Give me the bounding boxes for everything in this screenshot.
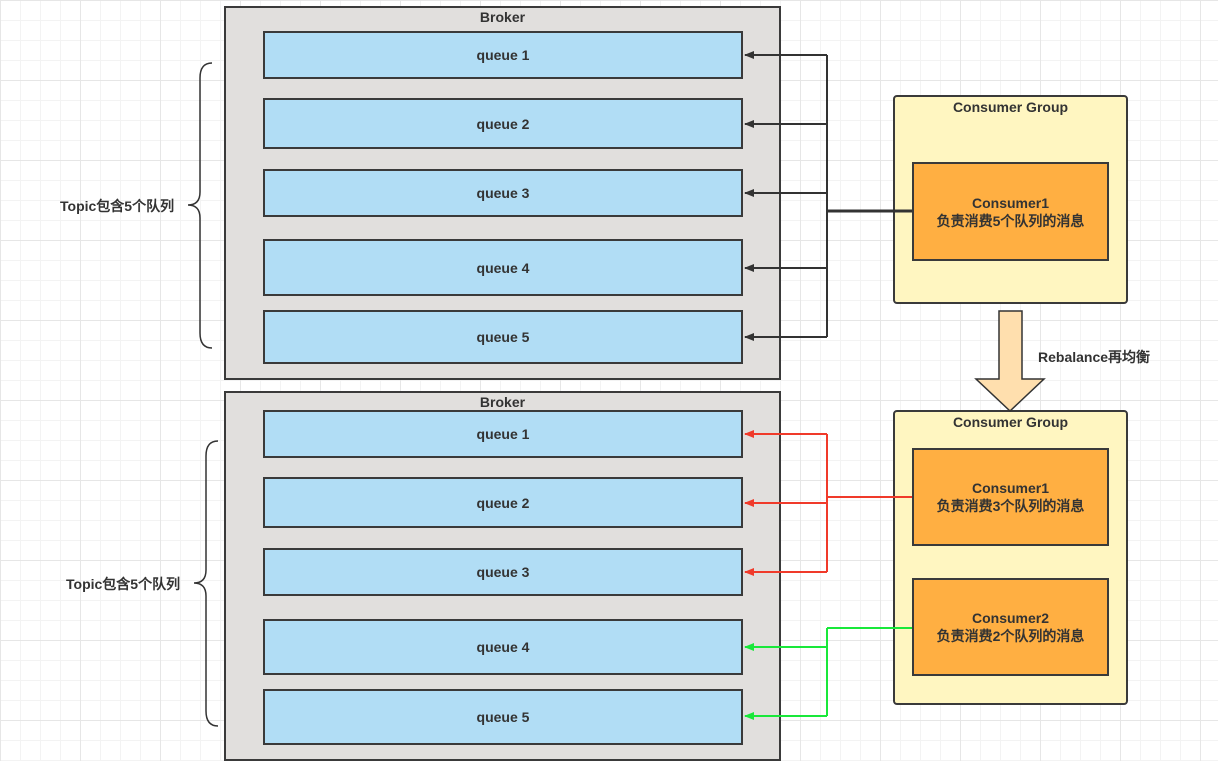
bottom-consumer1: Consumer1 负责消费3个队列的消息 xyxy=(912,448,1109,546)
top-queue-1: queue 1 xyxy=(263,31,743,79)
bottom-topic-brace xyxy=(193,440,219,727)
rebalance-arrow-icon xyxy=(974,310,1046,413)
queue-label: queue 2 xyxy=(476,494,530,511)
top-queue-3: queue 3 xyxy=(263,169,743,217)
bottom-queue-2: queue 2 xyxy=(263,477,743,528)
top-queue-5: queue 5 xyxy=(263,310,743,364)
top-consumer1: Consumer1 负责消费5个队列的消息 xyxy=(912,162,1109,261)
queue-label: queue 1 xyxy=(476,47,530,63)
queue-label: queue 5 xyxy=(476,709,530,725)
bottom-broker-title: Broker xyxy=(479,394,526,410)
bottom-queue-5: queue 5 xyxy=(263,689,743,745)
consumer1-name: Consumer1 xyxy=(971,480,1050,496)
top-consumer-group-title: Consumer Group xyxy=(952,99,1069,115)
bottom-consumer2: Consumer2 负责消费2个队列的消息 xyxy=(912,578,1109,676)
queue-label: queue 4 xyxy=(476,259,530,276)
top-topic-label: Topic包含5个队列 xyxy=(60,198,175,214)
consumer2-name: Consumer2 xyxy=(971,610,1050,626)
top-queue-2: queue 2 xyxy=(263,98,743,149)
bottom-queue-4: queue 4 xyxy=(263,619,743,675)
queue-label: queue 3 xyxy=(476,185,530,201)
consumer1-desc: 负责消费3个队列的消息 xyxy=(936,498,1085,514)
top-broker-title: Broker xyxy=(479,9,526,25)
consumer1-name: Consumer1 xyxy=(971,194,1050,211)
consumer2-desc: 负责消费2个队列的消息 xyxy=(936,628,1085,644)
queue-label: queue 1 xyxy=(476,426,530,442)
queue-label: queue 5 xyxy=(476,329,530,345)
bottom-consumer-group-title: Consumer Group xyxy=(952,414,1069,430)
consumer1-desc: 负责消费5个队列的消息 xyxy=(936,212,1085,229)
queue-label: queue 4 xyxy=(476,639,530,655)
rebalance-label: Rebalance再均衡 xyxy=(1038,349,1151,365)
top-topic-brace xyxy=(187,62,213,349)
bottom-topic-label: Topic包含5个队列 xyxy=(66,576,181,592)
bottom-queue-1: queue 1 xyxy=(263,410,743,458)
queue-label: queue 3 xyxy=(476,564,530,580)
top-queue-4: queue 4 xyxy=(263,239,743,296)
queue-label: queue 2 xyxy=(476,115,530,132)
bottom-queue-3: queue 3 xyxy=(263,548,743,596)
